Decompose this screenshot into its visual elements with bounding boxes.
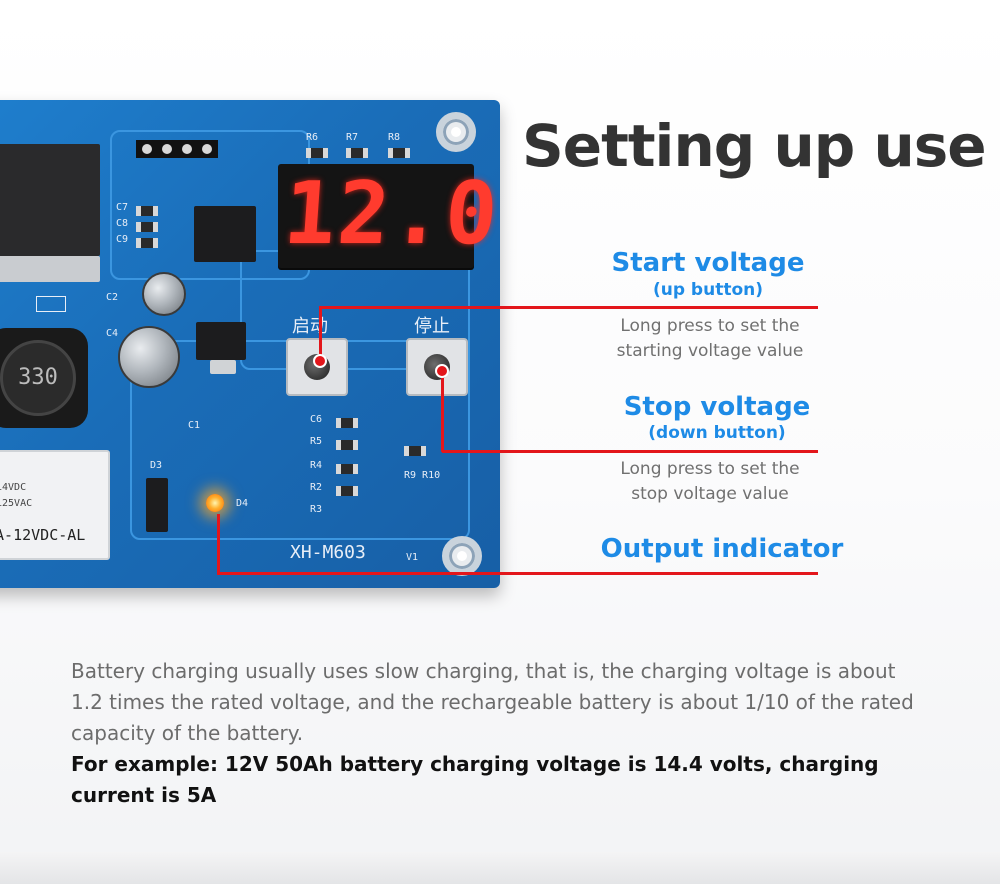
output-indicator-title: Output indicator [600,534,844,564]
smd-resistor-r3 [336,486,358,496]
diode-d3 [146,478,168,532]
smd-resistor-r6 [306,148,328,158]
smd-resistor-r2 [336,464,358,474]
regulator-pins [0,256,100,282]
start-callout-line [320,306,818,309]
start-desc-line-2: starting voltage value [616,341,804,361]
regulator-chip [0,144,100,256]
inductor-code: 330 [0,340,76,416]
stop-voltage-description: Long press to set the stop voltage value [590,457,830,507]
silk-label: C2 [106,292,119,303]
start-voltage-title: Start voltage [611,248,805,278]
silk-label: R7 [346,132,359,143]
board-version: V1 [406,552,419,563]
output-indicator-led [206,494,224,512]
silk-label: C9 [116,234,129,245]
silk-label: R4 [310,460,323,471]
start-voltage-description: Long press to set the starting voltage v… [590,314,830,364]
mounting-hole [442,536,482,576]
pcb-board-image: C7 C8 C9 C2 C4 R6 R7 R8 C1 D3 C6 R5 R4 R… [0,100,500,588]
smd-capacitor-c7 [136,206,158,216]
silk-label: R8 [388,132,401,143]
relay: 14VDC 125VAC RA-12VDC-AL [0,450,110,560]
smd-resistor-r8 [388,148,410,158]
silk-label: R9 R10 [404,470,441,481]
example-paragraph: For example: 12V 50Ah battery charging v… [71,752,879,807]
silk-label: C1 [188,420,201,431]
silk-label: D3 [150,460,163,471]
relay-rating-2: 125VAC [0,498,33,509]
silk-label: R5 [310,436,323,447]
diode-footprint [36,296,66,312]
bottom-strip [0,852,1000,884]
silk-label: R2 [310,482,323,493]
transistor [196,322,246,360]
inductor: 330 [0,328,88,428]
smd-capacitor-c9 [136,238,158,248]
description-paragraph: Battery charging usually uses slow charg… [71,659,914,745]
pin-header [136,140,218,158]
stop-callout-leader [441,370,444,452]
stop-callout-line [442,450,818,453]
start-voltage-subtitle: (up button) [652,280,764,300]
silk-label: C8 [116,218,129,229]
smd-resistor-r5 [336,418,358,428]
mounting-hole [436,112,476,152]
seven-segment-display: 12.0 [278,164,500,268]
start-callout-dot [313,354,327,368]
smd-resistor-r7 [346,148,368,158]
silk-label: C6 [310,414,323,425]
stop-voltage-title: Stop voltage [623,392,811,422]
start-key-label: 启动 [292,316,328,337]
relay-model: RA-12VDC-AL [0,526,86,544]
smd-capacitor-c8 [136,222,158,232]
electrolytic-capacitor [142,272,186,316]
board-model: XH-M603 [290,542,366,563]
silk-label: R3 [310,504,323,515]
mcu-chip [194,206,256,262]
silk-label: C4 [106,328,119,339]
relay-rating-1: 14VDC [0,482,27,493]
start-callout-leader [319,306,322,358]
output-callout-line [218,572,818,575]
stop-desc-line-2: stop voltage value [631,484,789,504]
silk-label: R6 [306,132,319,143]
stop-callout-dot [435,364,449,378]
output-callout-leader [217,514,220,575]
start-desc-line-1: Long press to set the [620,316,800,336]
silk-label: C7 [116,202,129,213]
led-label: D4 [236,498,249,509]
stop-desc-line-1: Long press to set the [620,459,800,479]
display-value: 12.0 [280,164,500,264]
stop-voltage-subtitle: (down button) [648,423,786,443]
smd-resistor-r9 [404,446,426,456]
smd-resistor-r4 [336,440,358,450]
page-title: Setting up use [522,112,987,180]
electrolytic-capacitor [118,326,180,388]
stop-key-label: 停止 [414,316,450,337]
transistor-tab [210,360,236,374]
